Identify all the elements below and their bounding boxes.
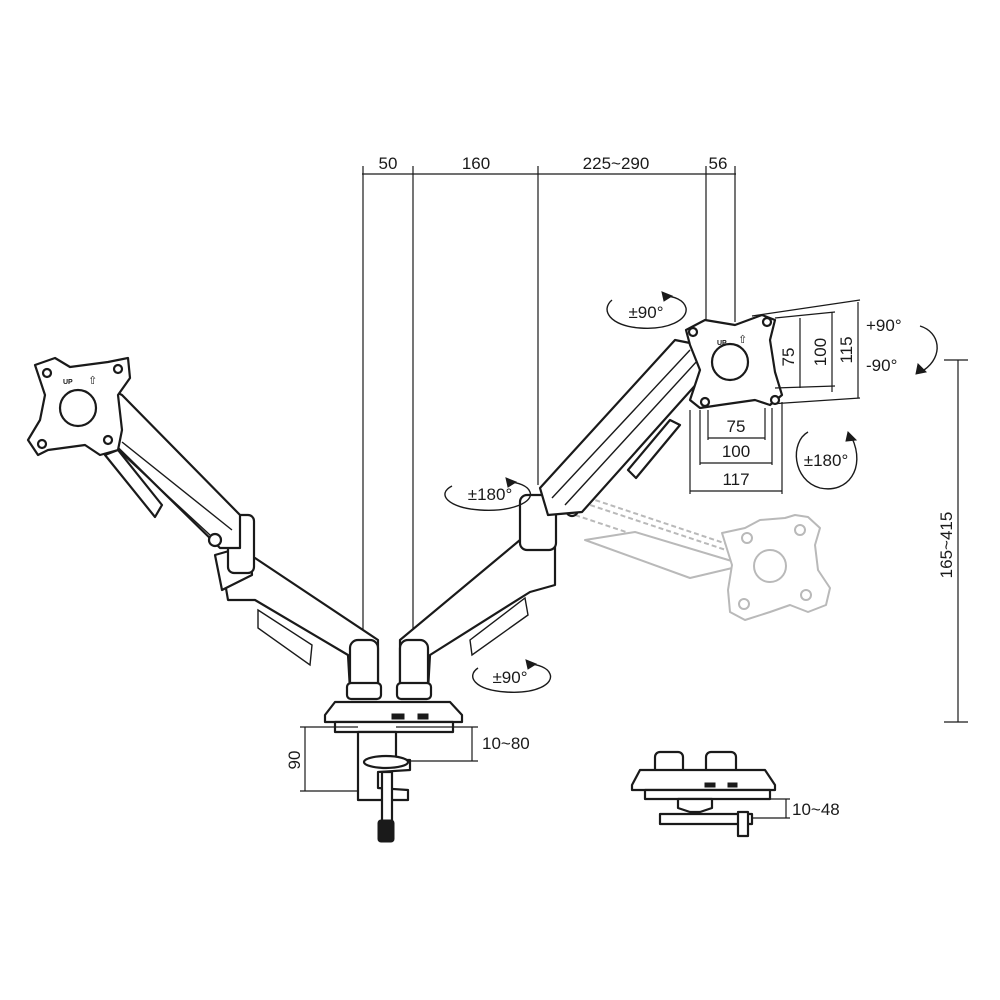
ghost-plate-hub	[753, 549, 787, 583]
vesa-v-ext-bottom-2	[774, 385, 836, 389]
left-plate-hole-2	[112, 363, 124, 375]
swivel-base-arrow-icon	[472, 663, 552, 693]
tilt-arrow-icon	[919, 325, 938, 371]
height-range-label: 165~415	[937, 512, 956, 579]
ghost-arm-position	[559, 489, 831, 621]
grommet-mount-detail	[630, 750, 777, 838]
rotation-tilt: +90° -90°	[866, 316, 938, 375]
vesa-v-ext-top-1	[751, 299, 861, 317]
left-plate-hole-3	[36, 438, 48, 450]
swivel-base-label: ±90°	[492, 668, 527, 687]
rotation-arrow-icon	[606, 295, 687, 329]
clamp-height-label: 90	[285, 751, 304, 770]
right-cable-tray	[626, 418, 682, 480]
vesa-h-label-75: 75	[727, 417, 746, 436]
ghost-arm-lower	[574, 499, 736, 554]
grommet-bracket	[736, 810, 750, 838]
swivel-plate-label: ±180°	[804, 451, 849, 470]
right-arm: UP ⇧	[398, 313, 784, 692]
audio-port-icon	[417, 713, 429, 720]
swivel-elbow-arrow-icon	[444, 481, 532, 511]
right-plate-hole-1	[687, 326, 699, 338]
swivel-elbow-arrowhead-icon	[505, 477, 518, 488]
left-plate-hole-4	[102, 434, 114, 446]
left-plate-up-arrow-icon: ⇧	[88, 375, 97, 387]
dimension-label-50: 50	[379, 154, 398, 173]
dimension-label-56: 56	[709, 154, 728, 173]
rotation-swivel-base: ±90°	[472, 659, 552, 693]
right-pole-collar	[395, 681, 433, 701]
grommet-dimensions: 10~48	[752, 798, 840, 819]
ghost-plate-hole-2	[794, 524, 806, 536]
vesa-v-label-75: 75	[779, 348, 798, 367]
grommet-port-strip	[643, 788, 772, 801]
clamp-knob-icon	[377, 819, 395, 843]
dimension-label-225-290: 225~290	[583, 154, 650, 173]
ghost-plate-hole-1	[741, 532, 753, 544]
right-plate-hub	[710, 342, 750, 382]
clamp-dimensions: 90 10~80	[285, 726, 530, 792]
height-range-dimension: 165~415	[937, 359, 968, 723]
left-arm: UP ⇧	[26, 356, 380, 692]
left-upper-pivot	[207, 532, 223, 548]
dimension-label-160: 160	[462, 154, 490, 173]
swivel-base-arrowhead-icon	[525, 659, 538, 670]
ghost-plate-hole-4	[738, 598, 750, 610]
clamp-pad	[362, 754, 410, 770]
right-plate-up-arrow-icon: ⇧	[738, 334, 747, 346]
vesa-h-label-100: 100	[722, 442, 750, 461]
left-lower-arm-slot	[257, 608, 313, 667]
swivel-plate-arrow-icon	[795, 431, 858, 490]
vesa-v-ext-bottom-1	[769, 397, 861, 405]
vesa-vertical-dimensions: 75 100 115	[751, 299, 861, 405]
left-pole-collar	[345, 681, 383, 701]
tilt-up-label: +90°	[866, 316, 902, 335]
right-plate-hole-4	[769, 394, 781, 406]
right-plate-hole-2	[761, 316, 773, 328]
grommet-base-plate	[630, 768, 777, 792]
vesa-v-label-100: 100	[811, 338, 830, 366]
swivel-elbow-label: ±180°	[468, 485, 513, 504]
top-dimension-group: 50 160 225~290 56	[362, 154, 736, 640]
left-plate-up-label: UP	[63, 379, 73, 386]
grommet-thickness-label: 10~48	[792, 800, 840, 819]
center-base-assembly	[323, 638, 464, 843]
grommet-bottom-plate	[658, 812, 754, 826]
rotation-arrowhead-icon	[661, 291, 674, 302]
right-upper-arm-gas-spring	[551, 349, 699, 506]
right-plate-up-label: UP	[717, 340, 727, 347]
left-upper-arm-gas-spring	[117, 441, 233, 536]
ghost-plate-hole-3	[800, 589, 812, 601]
ghost-tray	[584, 531, 746, 579]
usb-port-icon	[391, 713, 405, 720]
vesa-horizontal-dimensions: 75 100 117	[689, 402, 783, 494]
tilt-arrowhead-icon	[915, 362, 928, 375]
rotation-swivel-elbow: ±180°	[444, 477, 532, 511]
swivel-plate-arrowhead-icon	[845, 431, 858, 442]
right-lower-arm-slot	[469, 596, 529, 657]
vesa-v-ext-top-2	[774, 311, 836, 319]
rotation-label-plate: ±90°	[628, 303, 663, 322]
tilt-down-label: -90°	[866, 356, 897, 375]
rotation-plate-90: ±90°	[606, 291, 687, 329]
clamp-screw	[380, 770, 394, 824]
right-plate-hole-3	[699, 396, 711, 408]
grommet-audio-port-icon	[727, 782, 738, 788]
grommet-bolt	[676, 797, 714, 814]
clamp-thickness-label: 10~80	[482, 734, 530, 753]
vesa-v-label-115: 115	[837, 336, 856, 363]
left-plate-hub	[58, 388, 98, 428]
grommet-usb-port-icon	[704, 782, 716, 788]
rotation-swivel-plate: ±180°	[795, 431, 858, 490]
left-plate-hole-1	[41, 367, 53, 379]
vesa-h-label-117: 117	[722, 470, 749, 489]
